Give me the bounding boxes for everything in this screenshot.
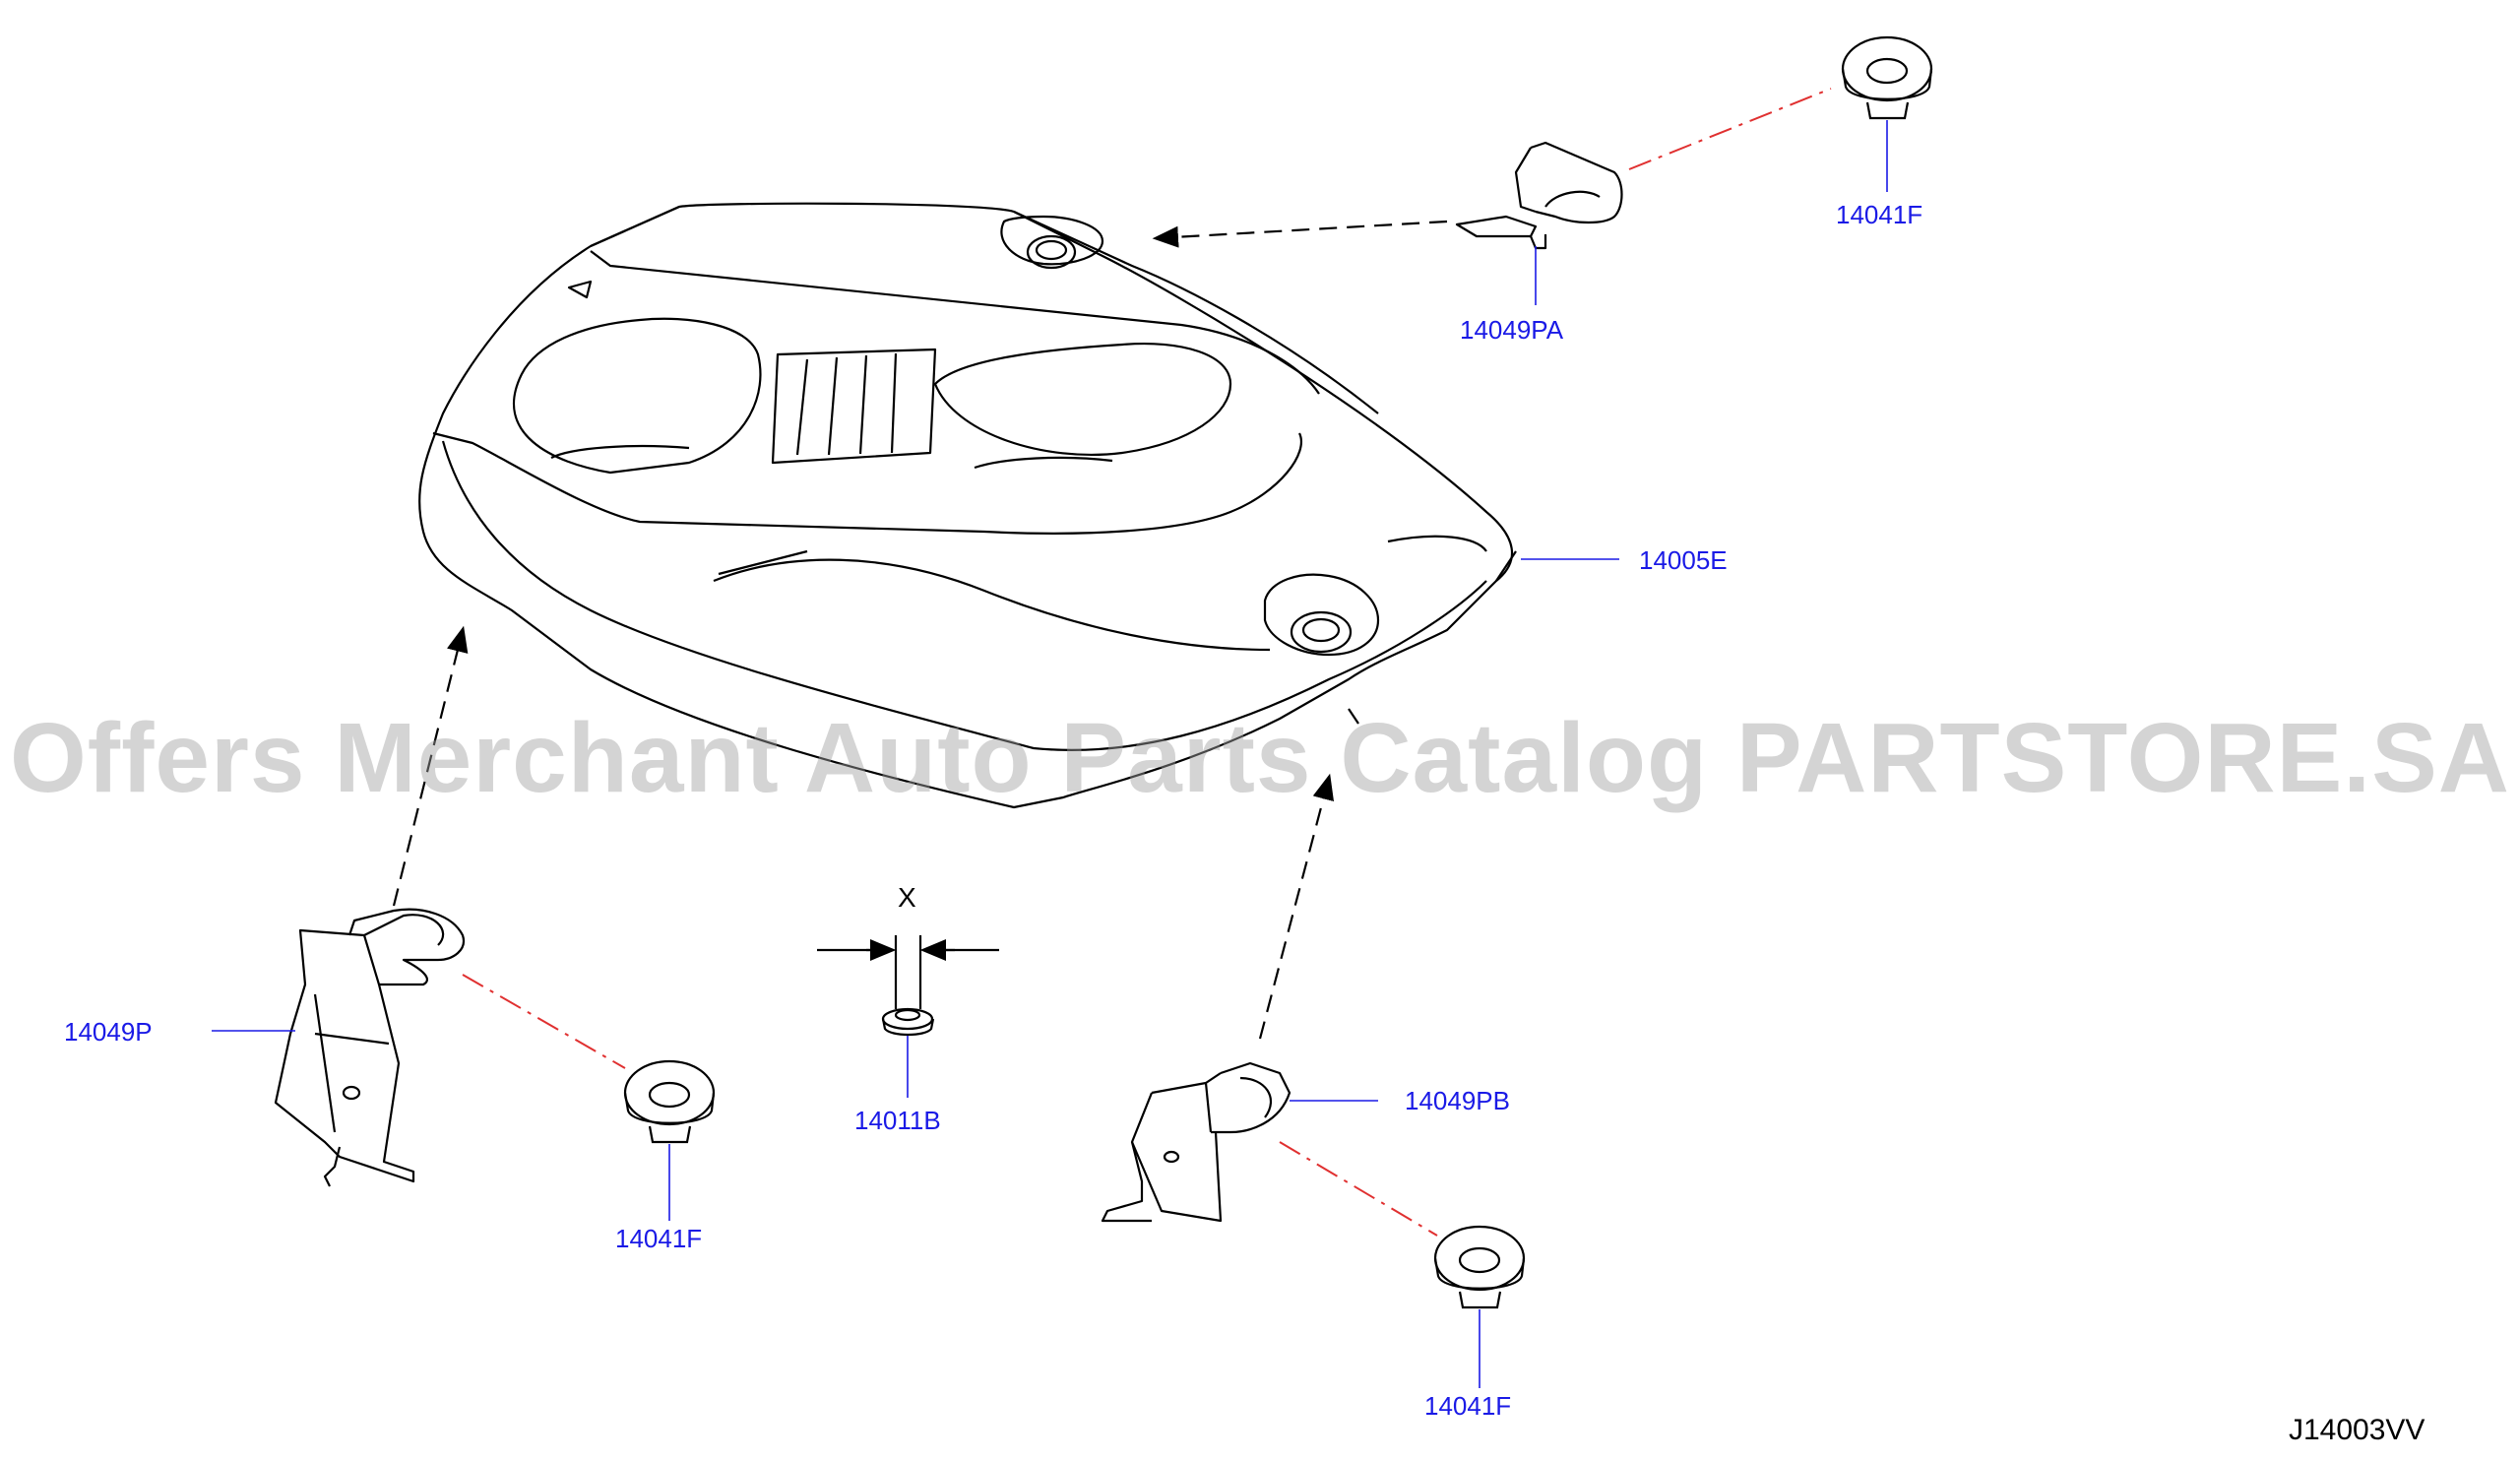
assembly-arrows xyxy=(392,220,1448,1040)
alignment-lines xyxy=(462,88,1832,1237)
label-clip-top-right[interactable]: 14041F xyxy=(1836,200,1923,229)
bracket-top-part xyxy=(1455,141,1623,250)
arrow-bracket-left xyxy=(392,625,469,907)
label-bracket-right[interactable]: 14049PB xyxy=(1405,1086,1510,1115)
watermark: Offers Merchant Auto Parts Catalog PARTS… xyxy=(10,703,2510,813)
bracket-left-part xyxy=(274,908,466,1187)
clip-bottom-right-part xyxy=(1433,1225,1526,1309)
bracket-right-part xyxy=(1101,1061,1292,1223)
arrow-bracket-right xyxy=(1258,773,1335,1040)
engine-cover-part xyxy=(417,202,1517,809)
clip-left-part xyxy=(623,1059,716,1144)
label-clip-left[interactable]: 14041F xyxy=(615,1224,703,1253)
label-bracket-top[interactable]: 14049PA xyxy=(1460,315,1564,345)
label-engine-cover[interactable]: 14005E xyxy=(1639,545,1728,575)
leader-lines xyxy=(212,120,1888,1388)
clip-top-right-part xyxy=(1841,35,1933,120)
arrow-bracket-top xyxy=(1152,220,1448,248)
label-clip-bottom-right[interactable]: 14041F xyxy=(1424,1391,1512,1421)
bolt-part xyxy=(817,935,999,1037)
label-bolt[interactable]: 14011B xyxy=(854,1106,941,1135)
label-bracket-left[interactable]: 14049P xyxy=(64,1017,153,1047)
dimension-x-label: X xyxy=(898,882,916,913)
diagram-code: J14003VV xyxy=(2289,1414,2426,1446)
